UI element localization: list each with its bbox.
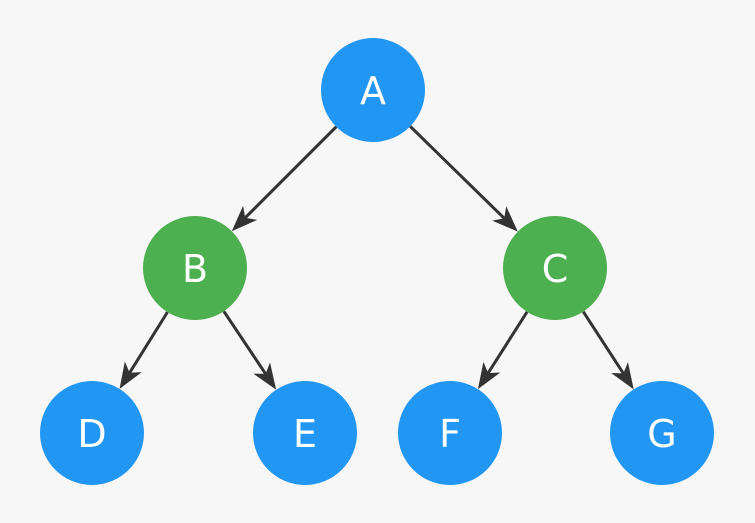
- edge-c-f: [477, 311, 529, 390]
- arrowhead-a-c: [492, 206, 518, 232]
- node-circle-d[interactable]: [40, 381, 144, 485]
- edge-b-d: [119, 311, 169, 389]
- arrowhead-b-e: [253, 362, 277, 390]
- node-e[interactable]: E: [253, 381, 357, 485]
- node-circle-f[interactable]: [398, 381, 502, 485]
- edge-b-e: [222, 310, 277, 390]
- node-d[interactable]: D: [40, 381, 144, 485]
- node-circle-b[interactable]: [143, 216, 247, 320]
- node-c[interactable]: C: [503, 216, 607, 320]
- node-circle-c[interactable]: [503, 216, 607, 320]
- arrowhead-c-f: [477, 361, 501, 390]
- edge-a-b: [231, 125, 338, 232]
- node-circle-g[interactable]: [610, 381, 714, 485]
- arrowhead-c-g: [611, 362, 634, 390]
- node-circle-a[interactable]: [321, 38, 425, 142]
- arrowhead-b-d: [119, 361, 142, 389]
- edge-c-g: [582, 310, 634, 390]
- node-circle-e[interactable]: [253, 381, 357, 485]
- node-a[interactable]: A: [321, 38, 425, 142]
- edge-a-c: [409, 125, 518, 232]
- arrowhead-a-b: [231, 205, 258, 232]
- node-f[interactable]: F: [398, 381, 502, 485]
- edges-layer: [119, 125, 634, 390]
- node-g[interactable]: G: [610, 381, 714, 485]
- node-b[interactable]: B: [143, 216, 247, 320]
